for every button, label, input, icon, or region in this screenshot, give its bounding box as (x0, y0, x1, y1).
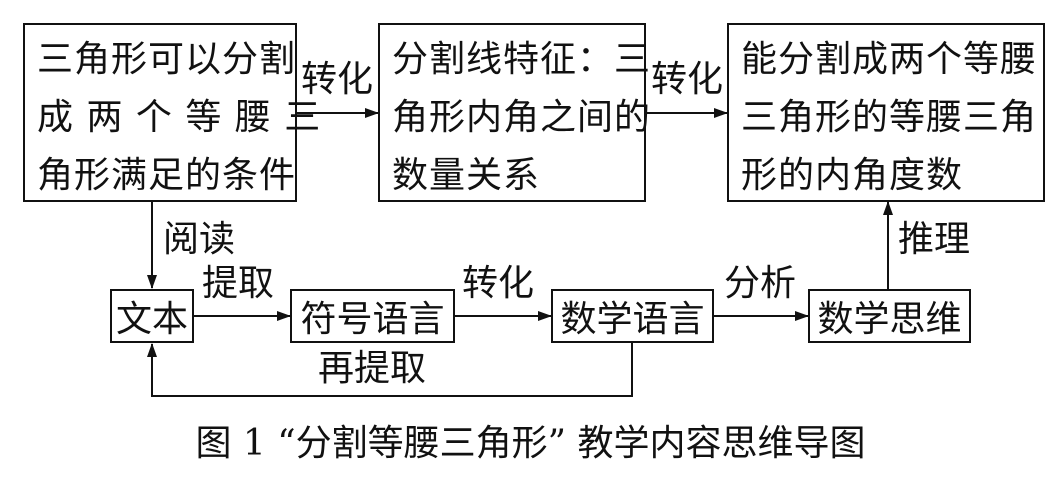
box-split-condition-line: 成 两 个 等 腰 三 (37, 97, 322, 138)
box-angle-result-line: 三角形的等腰三角 (741, 97, 1038, 138)
label-convert-2: 转化 (651, 59, 724, 100)
box-math-thinking: 数学思维 (808, 289, 971, 343)
label-re-extract: 再提取 (318, 348, 427, 389)
box-split-condition-line: 三角形可以分割 (37, 39, 297, 80)
box-angle-result-line: 能分割成两个等腰 (741, 39, 1038, 80)
figure-caption: 图 1 “分割等腰三角形” 教学内容思维导图 (195, 423, 866, 464)
box-math-language-label: 数学语言 (560, 299, 705, 340)
label-convert-1: 转化 (301, 59, 374, 100)
box-split-line-feature-line: 数量关系 (392, 155, 541, 196)
box-symbol-language-label: 符号语言 (300, 299, 445, 340)
box-split-line-feature: 分割线特征：三 角形内角之间的 数量关系 (378, 23, 652, 202)
box-math-language: 数学语言 (551, 289, 714, 343)
label-read: 阅读 (163, 219, 236, 260)
label-reason: 推理 (898, 219, 971, 260)
box-angle-result-line: 形的内角度数 (741, 155, 964, 196)
box-split-condition-line: 角形满足的条件 (37, 155, 297, 196)
box-math-thinking-label: 数学思维 (817, 299, 962, 340)
label-convert-3: 转化 (462, 263, 535, 304)
box-split-line-feature-line: 分割线特征：三 (392, 39, 652, 80)
label-extract: 提取 (202, 263, 275, 304)
box-split-condition: 三角形可以分割 成 两 个 等 腰 三 角形满足的条件 (23, 23, 322, 202)
arrow-math-to-text-loop (147, 343, 633, 397)
box-symbol-language: 符号语言 (290, 289, 455, 343)
box-split-line-feature-line: 角形内角之间的 (392, 97, 652, 138)
box-angle-result: 能分割成两个等腰 三角形的等腰三角 形的内角度数 (727, 23, 1045, 202)
label-analyze: 分析 (724, 263, 797, 304)
box-text-label: 文本 (115, 299, 188, 340)
box-text: 文本 (110, 289, 194, 343)
